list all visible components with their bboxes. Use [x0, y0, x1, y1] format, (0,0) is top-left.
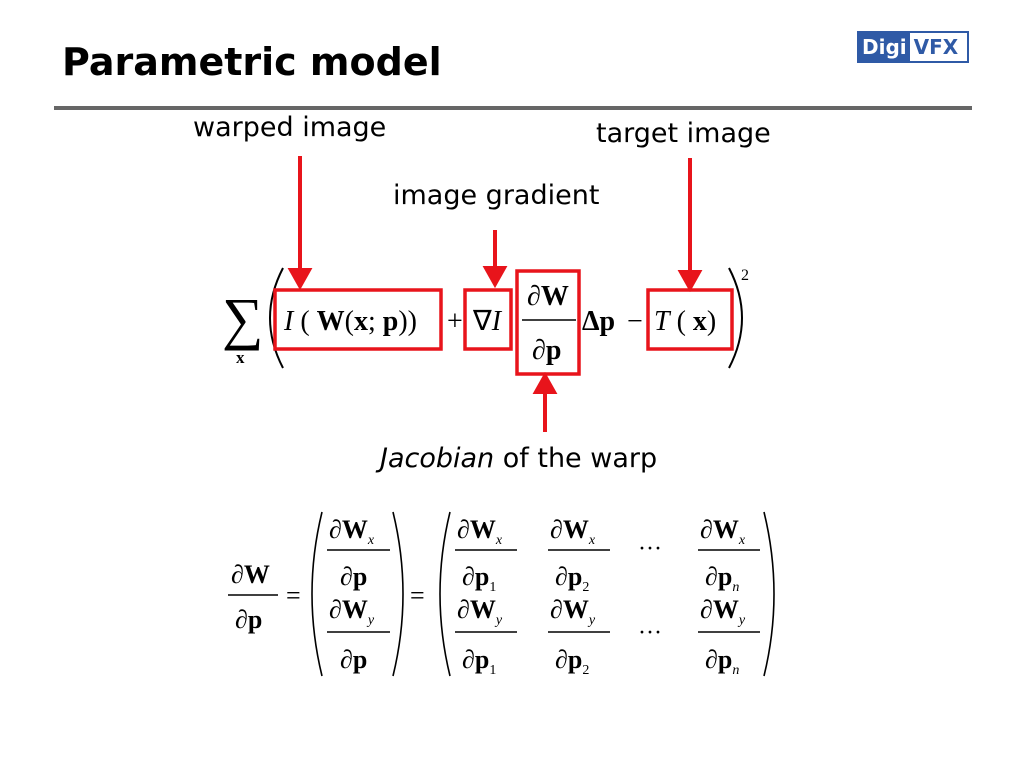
vec-wy-num: ∂Wy — [329, 595, 375, 628]
jacobian-numerator: ∂W — [527, 281, 569, 312]
arrow-warped-image — [287, 156, 313, 291]
label-target-image: target image — [596, 118, 771, 149]
main-equation: ∑ x 2 I ( W(x; p)) + ∇I ∂W ∂p Δp − T ( x… — [222, 267, 749, 376]
term-gradient: ∇I — [472, 306, 503, 337]
term-warped: I ( W(x; p)) — [283, 306, 417, 337]
right-paren-big — [728, 267, 743, 369]
equals-1: = — [286, 581, 301, 610]
svg-text:∂p1: ∂p1 — [462, 645, 496, 678]
label-jacobian: Jacobian of the warp — [380, 443, 657, 474]
svg-text:···: ··· — [638, 620, 662, 646]
lhs-numerator: ∂W — [231, 560, 270, 589]
jacobian-equation: ∂W ∂p = ∂Wx ∂p ∂Wy ∂p = ∂Wx ∂p1 ∂Wx ∂p2 … — [228, 511, 775, 678]
term-target: T ( x) — [654, 306, 716, 337]
annotation-arrows — [287, 156, 703, 432]
slide-title: Parametric model — [62, 40, 442, 84]
lhs-denominator: ∂p — [235, 605, 262, 634]
svg-text:···: ··· — [638, 536, 662, 562]
arrow-image-gradient — [482, 230, 508, 289]
minus-sign: − — [627, 306, 643, 337]
arrow-target-image — [677, 158, 703, 293]
jacobian-word: Jacobian — [380, 443, 495, 474]
svg-text:∂Wx: ∂Wx — [700, 515, 746, 548]
label-warped-image: warped image — [193, 112, 387, 143]
svg-text:∂Wy: ∂Wy — [457, 595, 503, 628]
sum-index: x — [236, 348, 245, 367]
svg-text:∂Wx: ∂Wx — [550, 515, 596, 548]
plus-sign: + — [447, 306, 463, 337]
logo-digi: Digi — [859, 33, 910, 61]
svg-text:∂pn: ∂pn — [705, 645, 739, 678]
vec-wx-num: ∂Wx — [329, 515, 375, 548]
svg-text:∂p2: ∂p2 — [555, 562, 589, 595]
box-image-gradient — [463, 288, 513, 351]
vec-wy-den: ∂p — [340, 645, 367, 674]
svg-text:∂Wx: ∂Wx — [457, 515, 503, 548]
term-delta-p: Δp — [582, 306, 615, 337]
equals-2: = — [410, 581, 425, 610]
label-image-gradient: image gradient — [393, 180, 600, 211]
sum-symbol: ∑ — [222, 286, 263, 351]
logo-vfx: VFX — [913, 35, 959, 59]
box-warped-image — [273, 288, 443, 351]
left-paren-big — [269, 267, 284, 369]
box-target-image — [646, 288, 734, 351]
svg-text:∂p1: ∂p1 — [462, 562, 496, 595]
jacobian-rest: of the warp — [494, 443, 658, 474]
box-jacobian — [515, 269, 581, 376]
svg-text:∂Wy: ∂Wy — [550, 595, 596, 628]
jacobian-denominator: ∂p — [532, 335, 561, 366]
vec-wx-den: ∂p — [340, 562, 367, 591]
svg-text:∂Wy: ∂Wy — [700, 595, 746, 628]
arrow-jacobian — [532, 371, 558, 432]
svg-text:∂pn: ∂pn — [705, 562, 739, 595]
digivfx-logo: Digi VFX — [857, 31, 969, 63]
exponent-2: 2 — [741, 267, 749, 284]
title-divider — [54, 106, 972, 110]
svg-text:∂p2: ∂p2 — [555, 645, 589, 678]
